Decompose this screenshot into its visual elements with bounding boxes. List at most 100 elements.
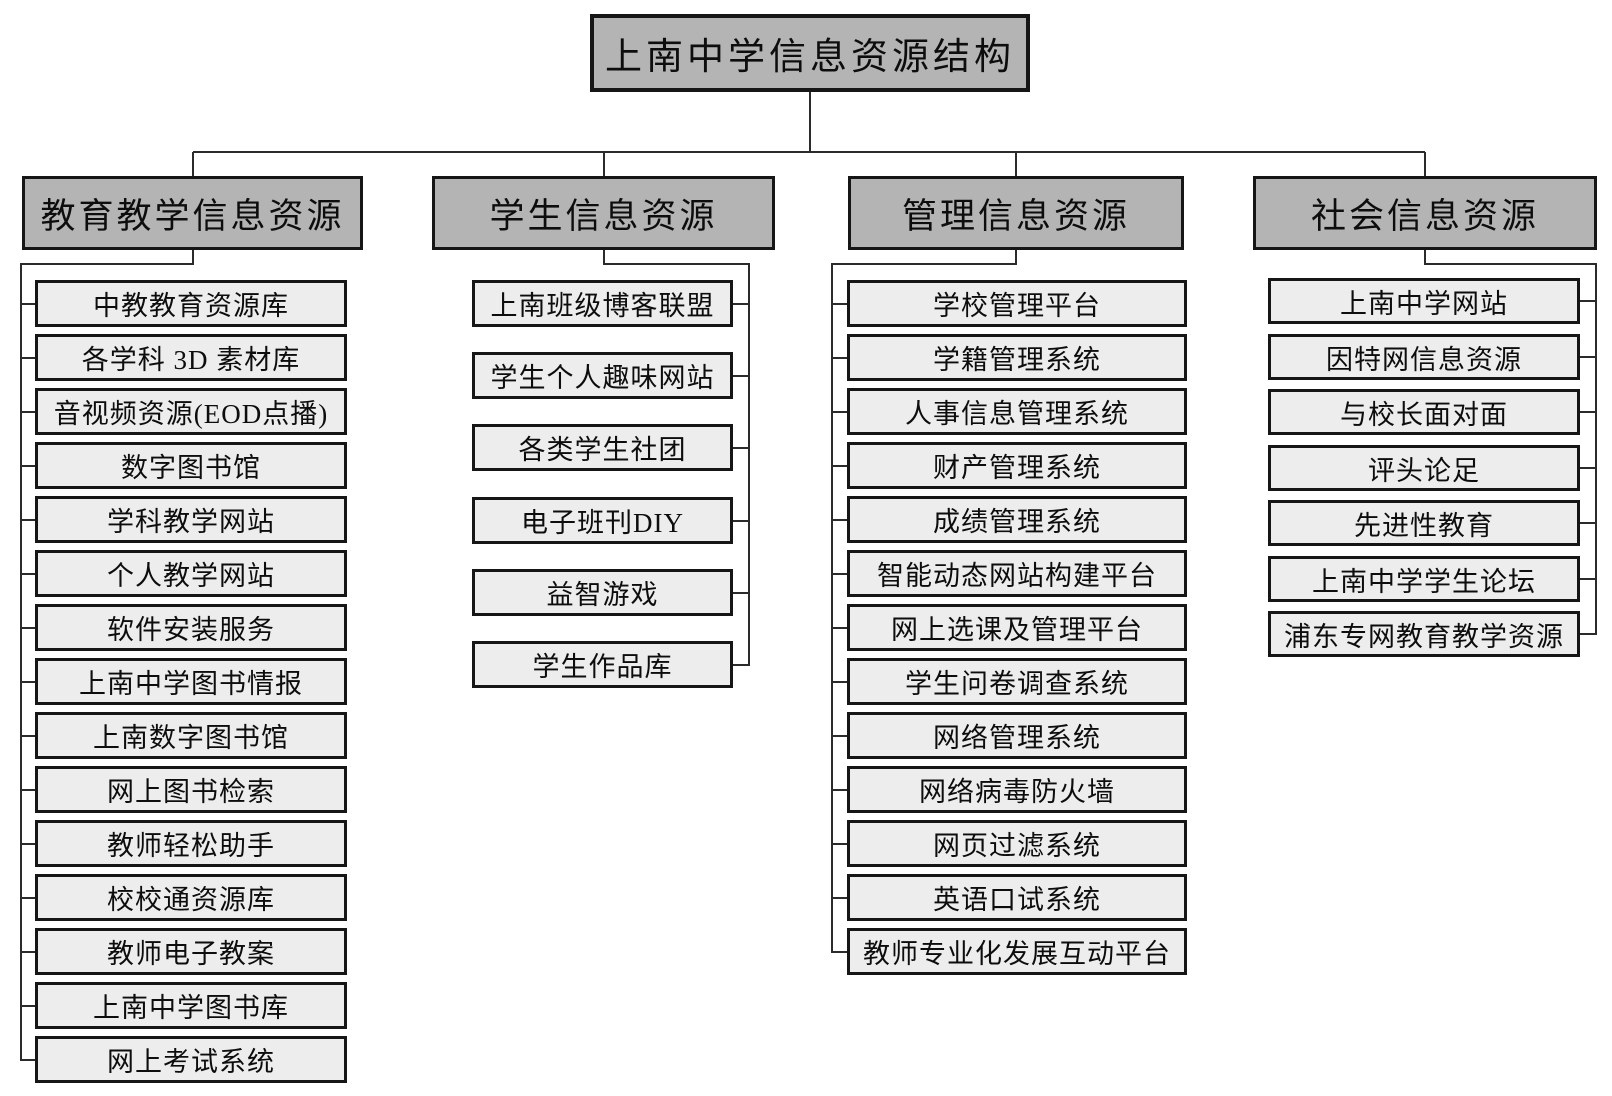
tree-node: 网上考试系统 (35, 1036, 347, 1083)
connector-branch-stem (1015, 250, 1017, 265)
tree-node: 教师轻松助手 (35, 820, 347, 867)
connector-node-tick (20, 411, 39, 413)
connector-node-tick (20, 573, 39, 575)
connector-node-tick (1576, 522, 1597, 524)
connector-branch-stem (191, 250, 194, 265)
tree-node: 数字图书馆 (35, 442, 347, 489)
connector-header-drop (191, 152, 194, 176)
tree-node: 网页过滤系统 (847, 820, 1187, 867)
tree-node: 英语口试系统 (847, 874, 1187, 921)
tree-node: 上南中学网站 (1268, 278, 1580, 324)
connector-node-tick (20, 1059, 39, 1061)
tree-node: 各类学生社团 (472, 424, 733, 471)
connector-node-tick (20, 465, 39, 467)
branch-header-0: 教育教学信息资源 (22, 176, 363, 250)
tree-node: 与校长面对面 (1268, 389, 1580, 435)
connector-header-drop (1424, 152, 1426, 176)
connector-node-tick (831, 303, 851, 305)
connector-node-tick (20, 843, 39, 845)
connector-branch-elbow (831, 263, 1017, 265)
connector-header-drop (1015, 152, 1017, 176)
connector-branch-spine (831, 264, 833, 953)
tree-node: 浦东专网教育教学资源 (1268, 611, 1580, 657)
branch-header-2: 管理信息资源 (848, 176, 1184, 250)
connector-branch-stem (1424, 250, 1426, 265)
connector-node-tick (831, 951, 851, 953)
connector-node-tick (1576, 467, 1597, 469)
connector-branch-elbow (20, 263, 194, 265)
connector-node-tick (831, 573, 851, 575)
tree-node: 上南数字图书馆 (35, 712, 347, 759)
connector-branch-spine (748, 264, 750, 666)
tree-node: 网络管理系统 (847, 712, 1187, 759)
tree-node: 网上图书检索 (35, 766, 347, 813)
tree-node: 教师电子教案 (35, 928, 347, 975)
connector-node-tick (20, 519, 39, 521)
connector-node-tick (1576, 300, 1597, 302)
connector-node-tick (1576, 411, 1597, 413)
connector-node-tick (729, 375, 750, 377)
connector-node-tick (831, 735, 851, 737)
connector-node-tick (831, 627, 851, 629)
tree-node: 中教教育资源库 (35, 280, 347, 327)
connector-header-drop (602, 152, 605, 176)
connector-branch-spine (1595, 264, 1597, 635)
connector-node-tick (1576, 356, 1597, 358)
connector-node-tick (20, 1005, 39, 1007)
connector-node-tick (1576, 633, 1597, 635)
root-node: 上南中学信息资源结构 (590, 14, 1030, 92)
connector-node-tick (729, 520, 750, 522)
tree-node: 财产管理系统 (847, 442, 1187, 489)
connector-root-stem (809, 92, 811, 153)
tree-node: 各学科 3D 素材库 (35, 334, 347, 381)
tree-node: 学科教学网站 (35, 496, 347, 543)
tree-node: 成绩管理系统 (847, 496, 1187, 543)
tree-node: 软件安装服务 (35, 604, 347, 651)
tree-node: 学生作品库 (472, 641, 733, 688)
connector-bus (192, 151, 1425, 153)
tree-node: 人事信息管理系统 (847, 388, 1187, 435)
tree-node: 电子班刊DIY (472, 497, 733, 544)
connector-branch-stem (602, 250, 605, 265)
connector-branch-spine (20, 264, 22, 1061)
connector-node-tick (20, 357, 39, 359)
tree-node: 音视频资源(EOD点播) (35, 388, 347, 435)
branch-header-3: 社会信息资源 (1253, 176, 1597, 250)
connector-node-tick (831, 897, 851, 899)
connector-node-tick (729, 664, 750, 666)
tree-node: 学生问卷调查系统 (847, 658, 1187, 705)
tree-node: 先进性教育 (1268, 500, 1580, 546)
connector-node-tick (729, 592, 750, 594)
connector-node-tick (20, 951, 39, 953)
tree-node: 学生个人趣味网站 (472, 352, 733, 399)
connector-node-tick (20, 303, 39, 305)
connector-branch-elbow (1424, 263, 1597, 265)
connector-node-tick (729, 303, 750, 305)
tree-node: 学籍管理系统 (847, 334, 1187, 381)
connector-node-tick (20, 789, 39, 791)
tree-node: 个人教学网站 (35, 550, 347, 597)
connector-node-tick (831, 357, 851, 359)
branch-header-1: 学生信息资源 (432, 176, 775, 250)
tree-node: 因特网信息资源 (1268, 334, 1580, 380)
tree-node: 教师专业化发展互动平台 (847, 928, 1187, 975)
connector-node-tick (20, 627, 39, 629)
connector-node-tick (20, 897, 39, 899)
connector-node-tick (1576, 578, 1597, 580)
tree-node: 评头论足 (1268, 445, 1580, 491)
tree-node: 校校通资源库 (35, 874, 347, 921)
tree-node: 网上选课及管理平台 (847, 604, 1187, 651)
tree-node: 上南班级博客联盟 (472, 280, 733, 327)
tree-node: 网络病毒防火墙 (847, 766, 1187, 813)
connector-node-tick (831, 789, 851, 791)
connector-node-tick (20, 681, 39, 683)
connector-node-tick (831, 465, 851, 467)
tree-node: 上南中学学生论坛 (1268, 556, 1580, 602)
connector-node-tick (831, 681, 851, 683)
connector-node-tick (831, 519, 851, 521)
tree-node: 益智游戏 (472, 569, 733, 616)
connector-branch-elbow (602, 263, 750, 265)
connector-node-tick (831, 843, 851, 845)
tree-node: 学校管理平台 (847, 280, 1187, 327)
